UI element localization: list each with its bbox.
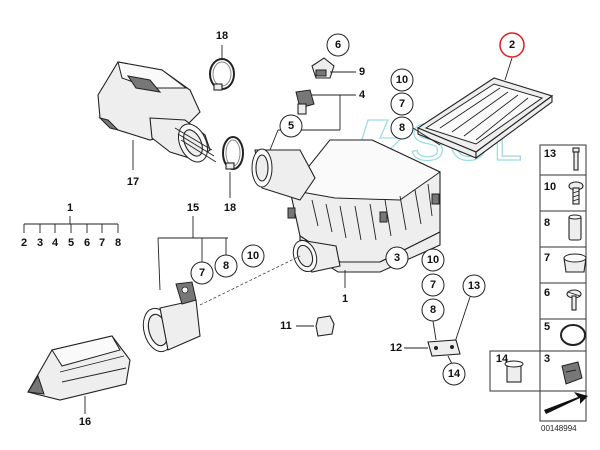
side-item-8: 8 [544,217,550,229]
side-item-5: 5 [544,321,550,333]
part-12-bracket [427,339,461,357]
callout-7-a: 7 [390,92,414,116]
svg-text:10: 10 [247,250,259,262]
callout-7-b: 7 [190,261,214,285]
svg-text:4: 4 [52,237,59,249]
spring-clip-icon [561,361,583,385]
svg-text:5: 5 [288,120,294,132]
expansion-nut-icon [504,360,524,383]
screw-icon [568,181,584,205]
part-5-temperature-sensor [295,89,315,115]
callout-8-a: 8 [390,116,414,140]
svg-text:3: 3 [394,252,400,264]
svg-text:8: 8 [430,304,436,316]
callout-11: 11 [280,320,292,332]
svg-text:6: 6 [335,39,341,51]
callout-14-a: 14 [442,362,466,386]
svg-text:13: 13 [468,280,480,292]
callout-1-housing: 1 [342,293,348,305]
diagram-code: 00148994 [541,424,577,433]
svg-text:8: 8 [115,237,121,249]
callout-13: 13 [462,274,486,298]
callout-16: 16 [79,416,91,428]
side-item-10: 10 [544,181,556,193]
part-11-grommet [315,315,335,337]
part-15-air-mass-meter [142,281,201,353]
callout-9: 9 [359,66,365,78]
svg-text:7: 7 [99,237,105,249]
callout-8-b: 8 [214,254,238,278]
callout-2-highlighted: 2 [499,32,525,58]
callout-10-a: 10 [390,68,414,92]
svg-text:6: 6 [84,237,90,249]
svg-text:8: 8 [399,122,405,134]
sleeve-icon [568,214,582,241]
o-ring-icon [560,324,586,346]
svg-text:3: 3 [37,237,43,249]
part-6-sensor-cap [311,57,335,79]
callout-18-top: 18 [216,30,228,42]
part-18-hose-clamp-top [209,58,235,91]
svg-text:2: 2 [509,39,515,51]
rubber-mount-icon [563,253,587,273]
callout-18-mid: 18 [224,202,236,214]
callout-10-c: 10 [421,248,445,272]
svg-text:8: 8 [223,260,229,272]
side-item-13: 13 [544,148,556,160]
part-17-intake-snorkel [97,61,217,163]
svg-text:10: 10 [396,74,408,86]
group-1-index: 1 2 3 4 5 6 7 8 [21,202,121,249]
side-item-7: 7 [544,252,550,264]
svg-text:2: 2 [21,237,27,249]
callout-17: 17 [127,176,139,188]
svg-text:7: 7 [199,267,205,279]
callout-5: 5 [279,114,303,138]
push-clip-icon [572,147,580,171]
svg-text:10: 10 [427,254,439,266]
svg-text:14: 14 [448,368,461,380]
callout-6: 6 [326,33,350,57]
side-item-6: 6 [544,287,550,299]
svg-text:7: 7 [399,98,405,110]
svg-text:5: 5 [68,237,74,249]
callout-12: 12 [390,342,402,354]
callout-7-c: 7 [421,273,445,297]
side-item-3: 3 [544,353,550,365]
part-16-intake-duct [27,335,131,401]
callout-8-c: 8 [421,298,445,322]
washer-screw-icon [566,289,582,311]
callout-15: 15 [187,202,199,214]
direction-arrow-icon [544,392,588,414]
part-18-hose-clamp-mid [222,136,244,170]
callout-10-b: 10 [241,244,265,268]
part-2-filter-element [416,77,554,160]
svg-text:7: 7 [430,279,436,291]
callout-4: 4 [359,89,366,101]
hardware-side-panel: 13 10 8 7 6 5 3 14 [489,144,588,422]
callout-3: 3 [385,246,409,270]
svg-text:1: 1 [67,202,73,214]
part-1-air-filter-housing [251,139,441,273]
